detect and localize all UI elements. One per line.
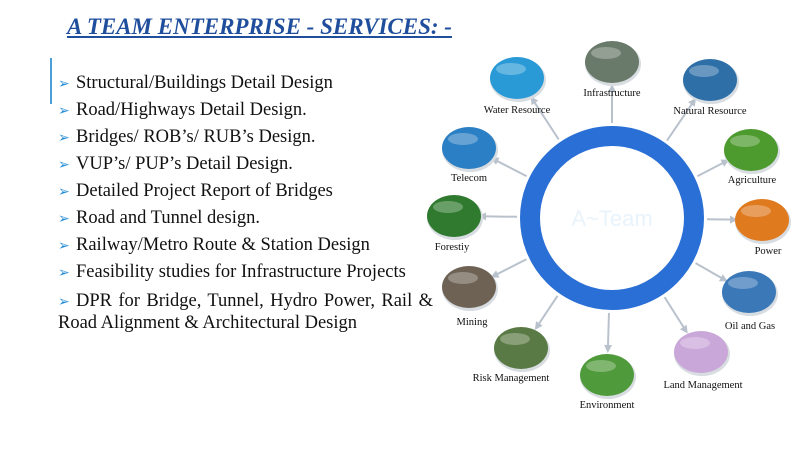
service-item: ➢Road and Tunnel design. bbox=[58, 208, 260, 228]
agriculture-photo bbox=[724, 129, 778, 171]
forestry-photo bbox=[427, 195, 481, 237]
connector-line bbox=[666, 99, 696, 142]
diagram-node: Natural Resource bbox=[673, 59, 747, 117]
node-label: Telecom bbox=[451, 173, 487, 184]
service-item: ➢Feasibility studies for Infrastructure … bbox=[58, 262, 406, 282]
arrow-bullet-icon: ➢ bbox=[58, 158, 70, 173]
arrowhead-icon bbox=[729, 215, 739, 224]
arrowhead-icon bbox=[608, 84, 616, 92]
node-label: Forestiy bbox=[435, 242, 470, 253]
node-gloss bbox=[741, 205, 771, 217]
risk-management-photo bbox=[494, 327, 548, 369]
node-gloss bbox=[448, 272, 478, 284]
node-gloss bbox=[689, 65, 719, 77]
natural-resource-photo bbox=[683, 59, 737, 101]
node-gloss bbox=[591, 47, 621, 59]
diagram-node: Environment bbox=[580, 354, 636, 411]
mining-photo bbox=[442, 266, 496, 308]
services-list: ➢Structural/Buildings Detail Design ➢Roa… bbox=[58, 73, 433, 341]
service-item: ➢DPR for Bridge, Tunnel, Hydro Power, Ra… bbox=[58, 291, 433, 333]
service-item: ➢Structural/Buildings Detail Design bbox=[58, 73, 333, 93]
connector-line bbox=[530, 97, 560, 140]
diagram-node: Land Management bbox=[663, 331, 743, 391]
diagram-node: Telecom bbox=[442, 127, 498, 184]
node-gloss bbox=[496, 63, 526, 75]
arrowhead-icon bbox=[718, 274, 728, 282]
node-label: Water Resource bbox=[484, 105, 551, 116]
connector-line bbox=[535, 295, 559, 329]
connector-line bbox=[491, 258, 527, 278]
node-label: Risk Management bbox=[473, 373, 550, 384]
arrowhead-icon bbox=[679, 324, 688, 334]
center-label: A~Team bbox=[571, 206, 652, 231]
node-label: Mining bbox=[457, 317, 489, 328]
oil-gas-photo bbox=[722, 271, 776, 313]
service-item: ➢Road/Highways Detail Design. bbox=[58, 100, 307, 120]
node-gloss bbox=[448, 133, 478, 145]
diagram-node: Forestiy bbox=[427, 195, 483, 253]
diagram-node: Infrastructure bbox=[583, 41, 641, 99]
land-management-photo bbox=[674, 331, 728, 373]
node-label: Power bbox=[755, 246, 782, 257]
arrow-bullet-icon: ➢ bbox=[58, 104, 70, 119]
connector-line bbox=[663, 296, 688, 333]
telecom-photo bbox=[442, 127, 496, 169]
page-title: A TEAM ENTERPRISE - SERVICES: - bbox=[67, 14, 452, 39]
node-label: Environment bbox=[580, 400, 635, 411]
arrowhead-icon bbox=[534, 321, 543, 330]
infrastructure-photo bbox=[585, 41, 639, 83]
accent-bar bbox=[50, 58, 52, 104]
diagram-node: Oil and Gas bbox=[722, 271, 778, 332]
service-item: ➢Bridges/ ROB’s/ RUB’s Design. bbox=[58, 127, 316, 147]
diagram-node: Risk Management bbox=[473, 327, 550, 384]
arrowhead-icon bbox=[604, 344, 613, 354]
arrow-bullet-icon: ➢ bbox=[58, 77, 70, 92]
node-label: Agriculture bbox=[728, 175, 777, 186]
arrow-bullet-icon: ➢ bbox=[58, 131, 70, 146]
arrowhead-icon bbox=[490, 270, 500, 278]
service-item: ➢Detailed Project Report of Bridges bbox=[58, 181, 333, 201]
node-gloss bbox=[500, 333, 530, 345]
node-label: Oil and Gas bbox=[725, 321, 775, 332]
diagram-node: Power bbox=[735, 199, 791, 257]
connector-line bbox=[606, 312, 610, 352]
service-item: ➢Railway/Metro Route & Station Design bbox=[58, 235, 370, 255]
node-label: Infrastructure bbox=[583, 88, 640, 99]
node-label: Land Management bbox=[663, 380, 742, 391]
arrow-bullet-icon: ➢ bbox=[58, 295, 70, 310]
node-gloss bbox=[730, 135, 760, 147]
arrowhead-icon bbox=[688, 97, 697, 107]
water-resource-photo bbox=[490, 57, 544, 99]
arrow-bullet-icon: ➢ bbox=[58, 266, 70, 281]
arrow-bullet-icon: ➢ bbox=[58, 239, 70, 254]
center-ring bbox=[520, 126, 704, 310]
node-gloss bbox=[728, 277, 758, 289]
diagram-node: Agriculture bbox=[724, 129, 780, 186]
arrow-bullet-icon: ➢ bbox=[58, 185, 70, 200]
node-gloss bbox=[586, 360, 616, 372]
node-gloss bbox=[680, 337, 710, 349]
environment-photo bbox=[580, 354, 634, 396]
connector-line bbox=[491, 157, 528, 178]
node-label: Natural Resource bbox=[673, 106, 747, 117]
node-gloss bbox=[433, 201, 463, 213]
diagram-node: Water Resource bbox=[484, 57, 551, 116]
arrow-bullet-icon: ➢ bbox=[58, 212, 70, 227]
power-photo bbox=[735, 199, 789, 241]
service-item: ➢VUP’s/ PUP’s Detail Design. bbox=[58, 154, 293, 174]
center-disc bbox=[541, 147, 683, 289]
diagram-node: Mining bbox=[442, 266, 498, 328]
